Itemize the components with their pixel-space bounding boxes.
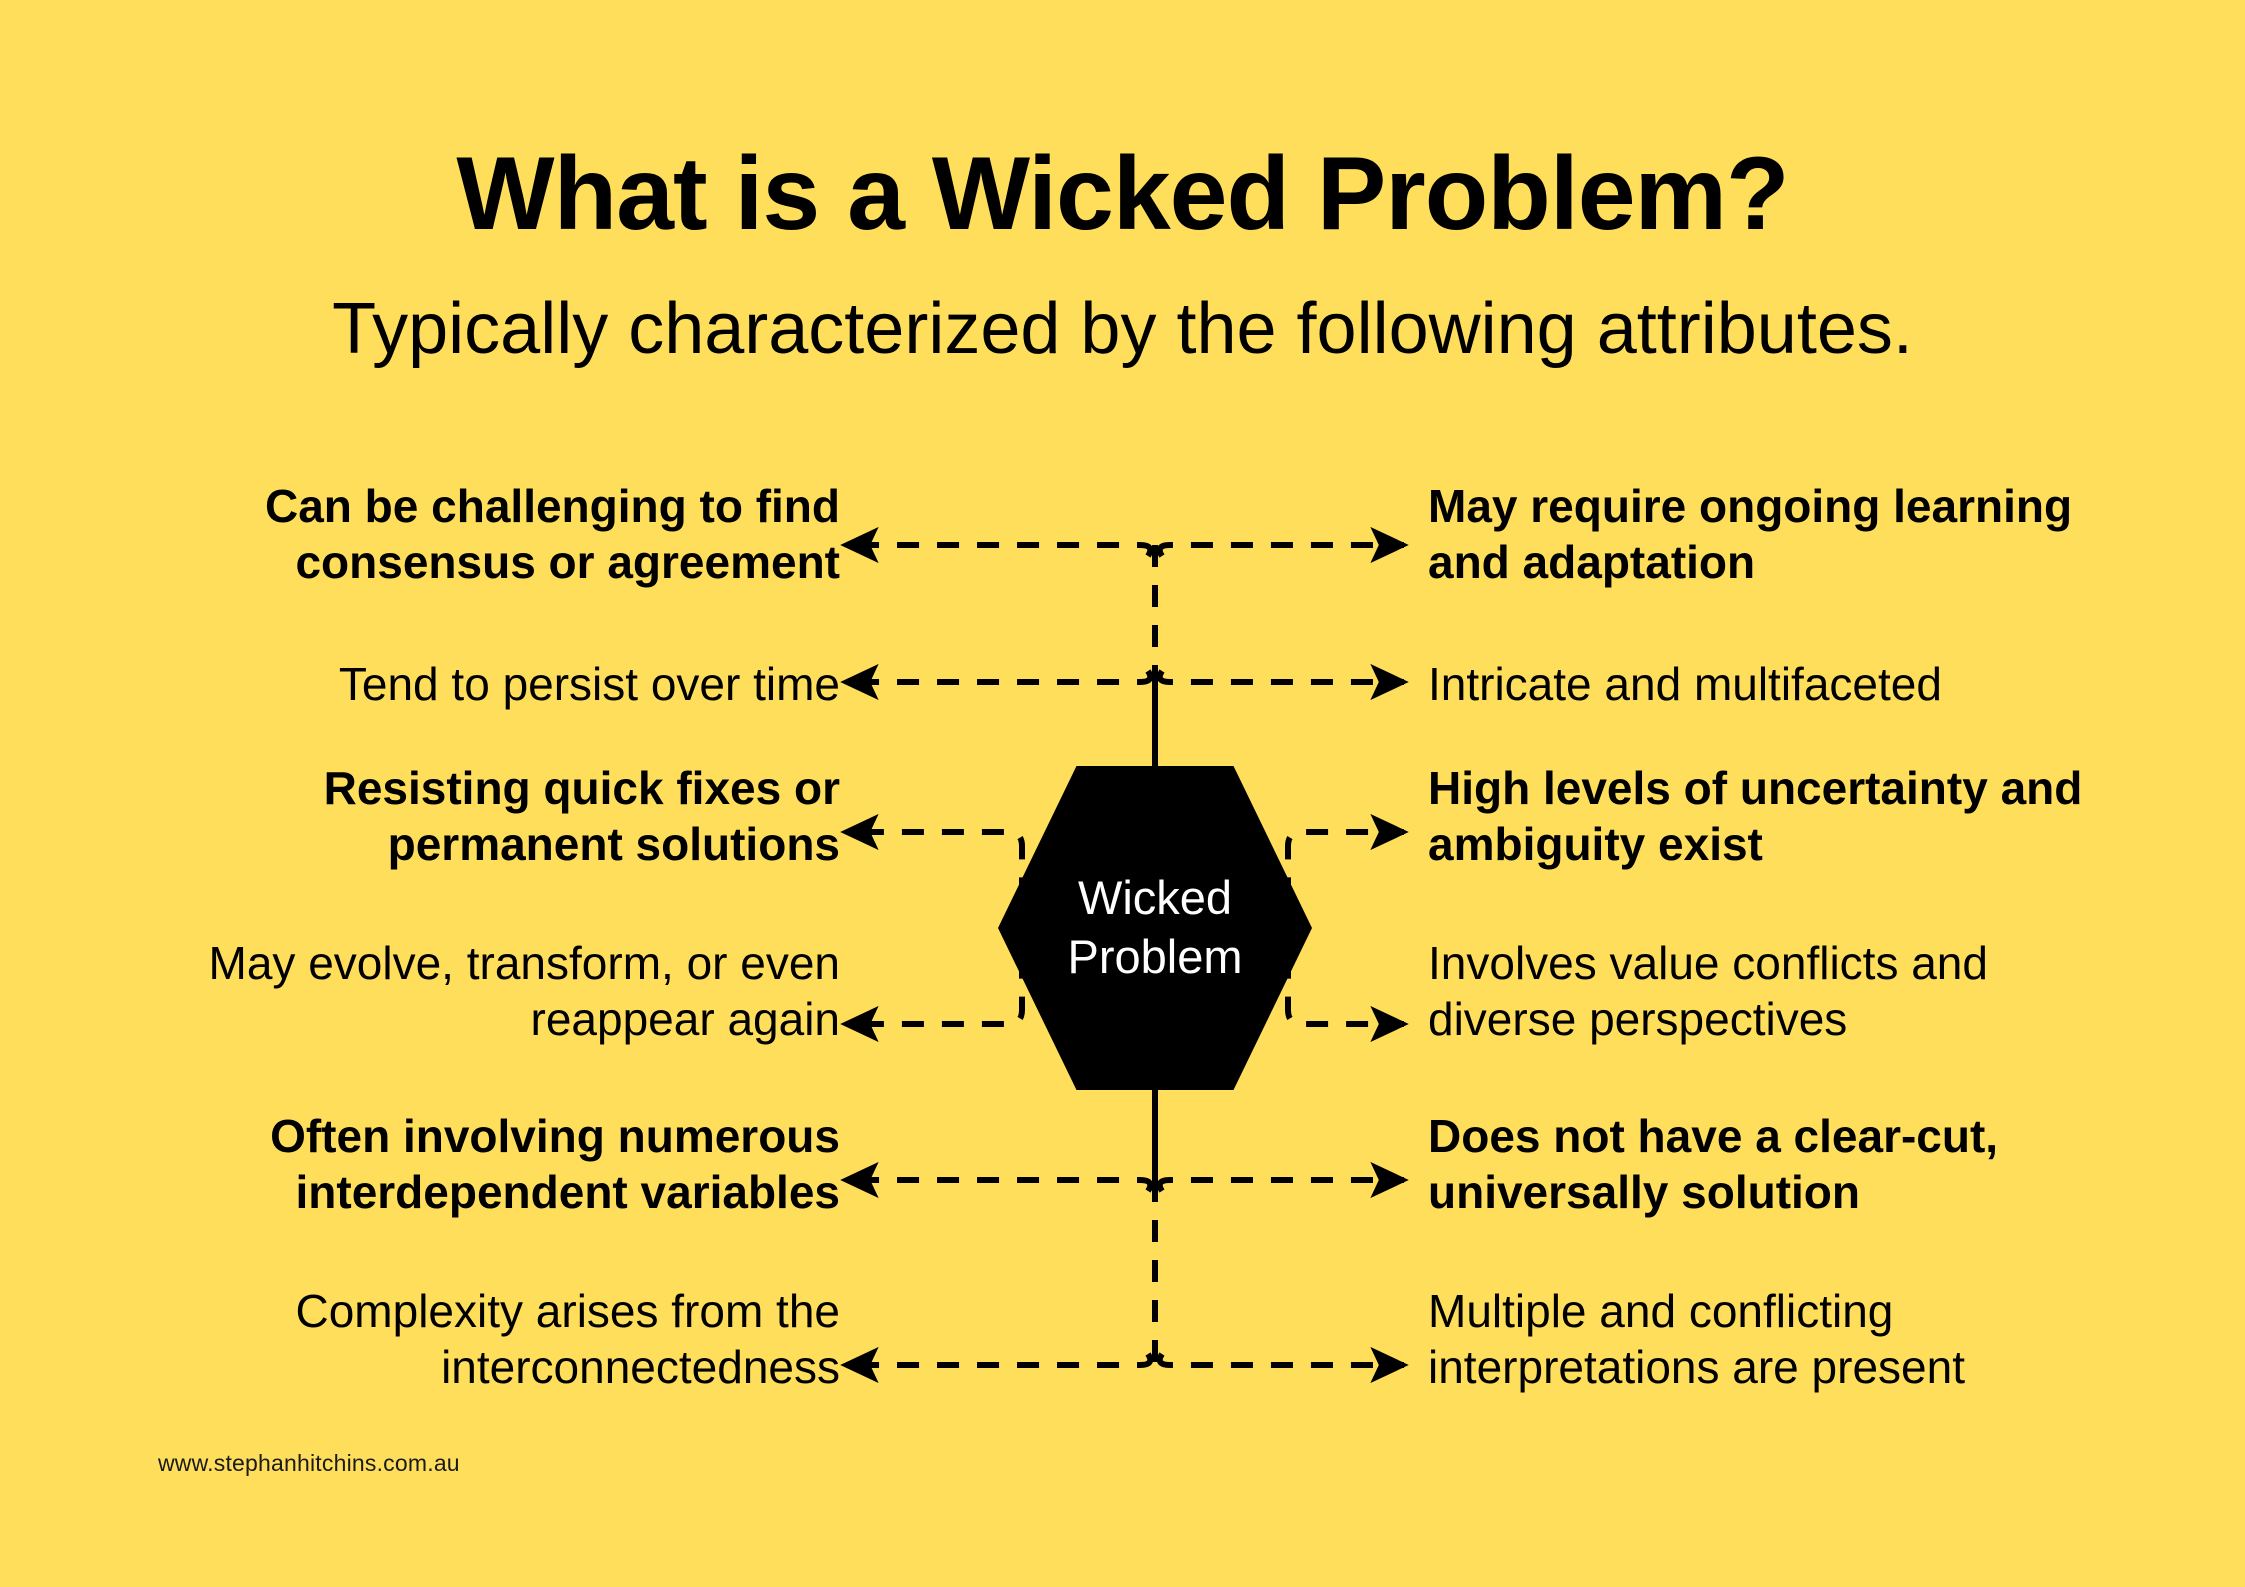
- wire-left-1: [840, 527, 1154, 563]
- attribute-right-3: High levels of uncertainty and ambiguity…: [1428, 762, 2083, 871]
- attribute-left-3: Resisting quick fixes or permanent solut…: [323, 762, 840, 871]
- wire-left-3: [840, 814, 1025, 931]
- wire-left-4: [840, 925, 1025, 1042]
- attribute-right-6: Multiple and conflicting interpretations…: [1428, 1285, 1965, 1394]
- attribute-right-4: Involves value conflicts and diverse per…: [1428, 937, 1988, 1046]
- attribute-left-6: Complexity arises from the interconnecte…: [295, 1285, 841, 1394]
- footer-website-url: www.stephanhitchins.com.au: [158, 1450, 460, 1476]
- wire-left-6: [840, 1347, 1154, 1383]
- attribute-right-2: Intricate and multifaceted: [1428, 658, 1942, 710]
- attribute-right-1: May require ongoing learning and adaptat…: [1428, 480, 2073, 589]
- wire-right-1: [1156, 527, 1409, 563]
- wire-left-2: [840, 664, 1154, 700]
- wire-left-5: [840, 1162, 1154, 1198]
- attribute-right-5: Does not have a clear-cut, universally s…: [1428, 1110, 1999, 1219]
- wire-right-5: [1156, 1162, 1409, 1198]
- attribute-left-5: Often involving numerous interdependent …: [270, 1110, 840, 1219]
- hexagon-shape: [998, 766, 1312, 1090]
- wire-right-6: [1156, 1347, 1409, 1383]
- page-title: What is a Wicked Problem?: [456, 136, 1789, 252]
- page-subtitle: Typically characterized by the following…: [332, 289, 1913, 369]
- attribute-left-2: Tend to persist over time: [338, 658, 840, 710]
- attribute-left-4: May evolve, transform, or even reappear …: [208, 937, 840, 1046]
- wire-right-2: [1156, 664, 1409, 700]
- attribute-left-1: Can be challenging to find consensus or …: [265, 480, 840, 589]
- central-node: Wicked Problem: [998, 766, 1312, 1090]
